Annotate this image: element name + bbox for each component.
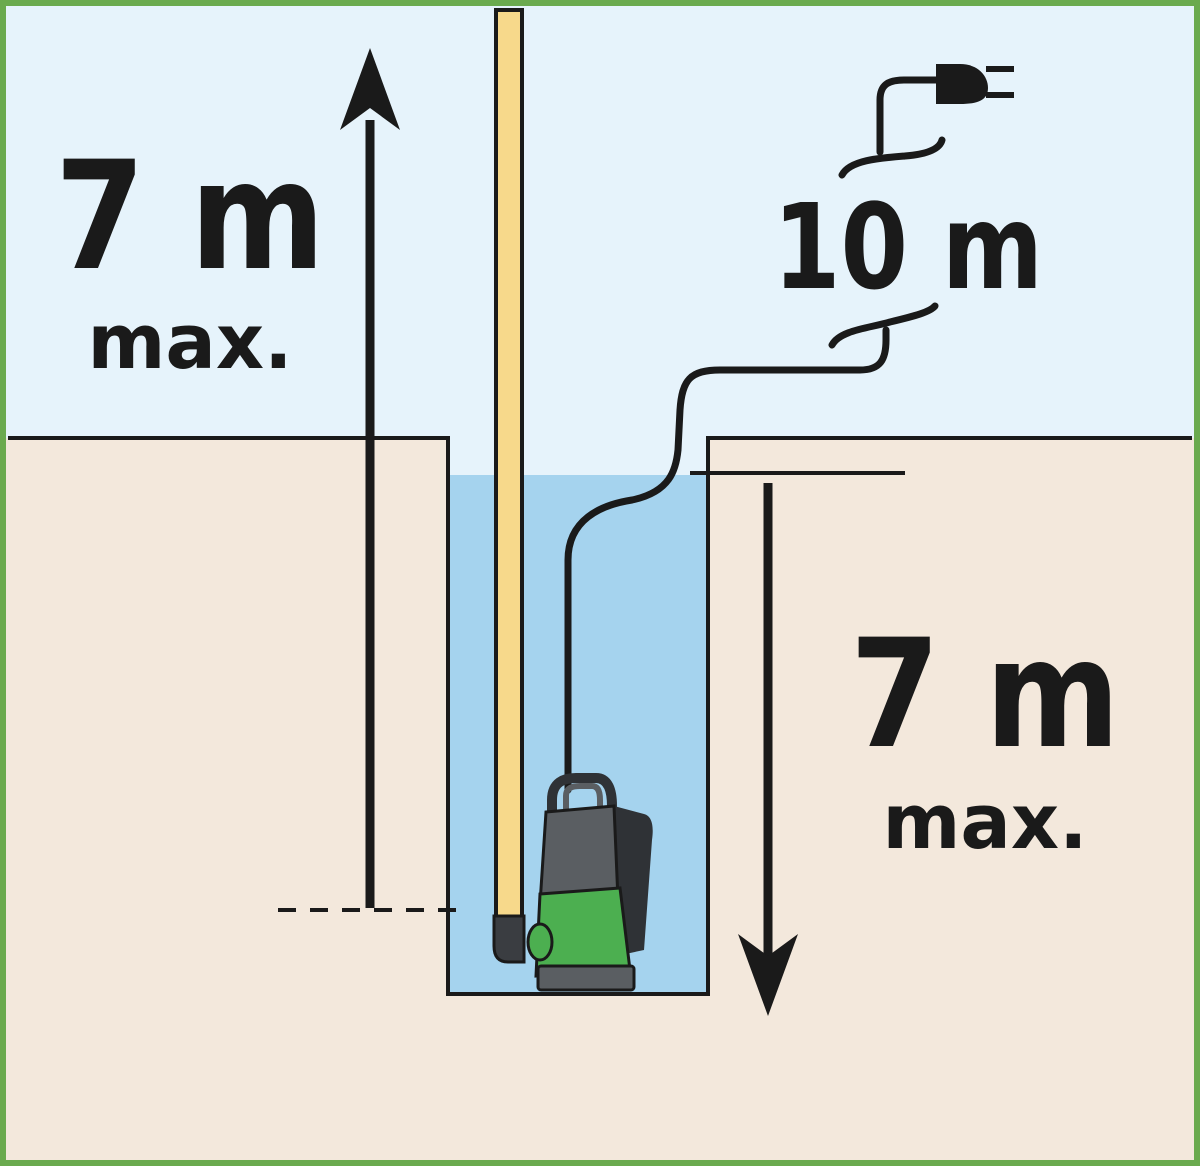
plug-icon [936,64,1014,104]
immersion-depth-arrowhead [738,934,798,1016]
sky-area [6,6,1194,438]
power-cable-loop-lower [828,302,939,349]
power-cable-loop-upper [838,136,946,179]
discharge-hose [494,8,524,924]
submersible-pump-icon [492,773,653,992]
cable-length-value: 10 m [773,178,1043,316]
immersion-depth-qualifier: max. [883,777,1088,866]
power-cable [564,326,890,794]
lift-height-qualifier: max. [88,297,293,386]
immersion-depth-value: 7 m [850,608,1120,782]
lift-height-value: 7 m [55,130,325,304]
power-cable-top [876,76,944,156]
ground-outline [8,436,1192,996]
lift-height-arrowhead [340,48,400,130]
